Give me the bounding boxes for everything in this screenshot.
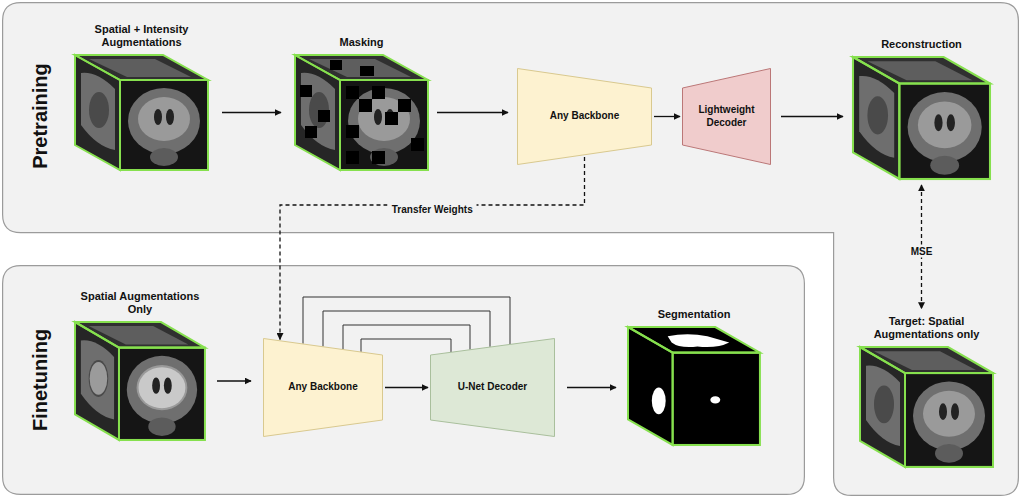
panel-title: Finetuning	[28, 329, 52, 431]
target-mri	[860, 347, 993, 467]
edge-label: Transfer Weights	[388, 203, 477, 216]
flow-arrow	[781, 116, 843, 117]
skip-connection	[303, 297, 510, 344]
encoder-block: Any Backbone	[517, 68, 652, 165]
image-node: Reconstruction	[853, 57, 990, 179]
image-heading: Spatial + Intensity Augmentations	[72, 23, 212, 51]
block-outline	[683, 69, 771, 165]
block-outline	[518, 69, 652, 165]
image-heading: Spatial Augmentations Only	[70, 290, 210, 318]
panel-title: Pretraining	[28, 63, 52, 169]
block-label: Lightweight Decoder	[692, 104, 762, 129]
block-label: Any Backbone	[550, 110, 619, 123]
image-node: Masking	[295, 55, 428, 170]
decoder-block: Lightweight Decoder	[682, 68, 771, 165]
panel-outline	[3, 266, 805, 495]
skip-connection	[323, 311, 490, 347]
flow-arrow	[567, 387, 616, 388]
augmented-mri	[75, 55, 208, 170]
flow-arrow	[385, 387, 428, 388]
reconstructed-mri	[853, 57, 990, 179]
image-heading: Reconstruction	[852, 38, 992, 52]
block-outline	[431, 339, 555, 437]
finetune-mri	[75, 322, 205, 440]
flow-arrow	[437, 112, 508, 113]
block-label: U-Net Decoder	[458, 381, 527, 394]
block-label: Any Backbone	[288, 381, 357, 394]
masked-mri	[295, 55, 428, 170]
stage-panel: Finetuning Spatial Augmentations OnlyAny …	[2, 265, 805, 495]
image-node: Spatial + Intensity Augmentations	[75, 55, 208, 170]
segmentation-mask	[628, 327, 760, 445]
edge-label: MSE	[907, 244, 937, 257]
decoder-block: U-Net Decoder	[430, 338, 555, 437]
image-node: Segmentation	[628, 327, 760, 445]
image-node: Spatial Augmentations Only	[75, 322, 205, 440]
mask-patches	[300, 60, 424, 164]
skip-connection	[361, 339, 451, 352]
image-heading: Segmentation	[624, 308, 764, 322]
flow-arrow	[654, 116, 680, 117]
image-heading: Masking	[292, 36, 432, 50]
flow-arrow	[222, 112, 281, 113]
flow-arrow	[217, 380, 251, 381]
image-node: Target: Spatial Augmentations only	[860, 347, 993, 467]
transfer-arrow	[280, 157, 585, 339]
panel-outline	[3, 3, 1019, 496]
encoder-block: Any Backbone	[263, 338, 383, 437]
image-heading: Target: Spatial Augmentations only	[857, 315, 997, 343]
block-outline	[264, 339, 383, 437]
